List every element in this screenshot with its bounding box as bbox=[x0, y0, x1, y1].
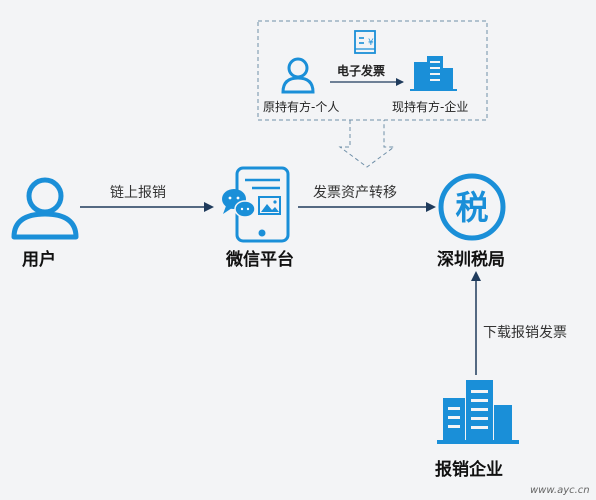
watermark: www.ayc.cn bbox=[530, 485, 590, 496]
tax-glyph: 税 bbox=[456, 188, 489, 227]
person-small-icon bbox=[281, 57, 315, 94]
inset-label-invoice: 电子发票 bbox=[337, 64, 386, 78]
node-label-tax: 深圳税局 bbox=[437, 250, 505, 270]
tax-bureau-icon: 税 bbox=[438, 173, 506, 241]
edge-label-transfer: 发票资产转移 bbox=[313, 185, 397, 201]
node-label-enterprise: 报销企业 bbox=[435, 460, 503, 480]
node-label-wechat: 微信平台 bbox=[226, 250, 294, 270]
edge-label-download: 下载报销发票 bbox=[483, 325, 567, 341]
edge-label-chain-reimburse: 链上报销 bbox=[110, 185, 166, 201]
person-icon bbox=[11, 177, 79, 240]
inset-label-original-holder: 原持有方-个人 bbox=[263, 100, 340, 114]
building-icon bbox=[437, 380, 519, 444]
invoice-icon: ¥ bbox=[354, 30, 376, 54]
chat-bubble-icon bbox=[222, 189, 256, 218]
inset-label-current-holder: 现持有方-企业 bbox=[392, 100, 469, 114]
node-label-user: 用户 bbox=[22, 250, 56, 270]
inset-box bbox=[257, 20, 488, 121]
building-small-icon bbox=[410, 56, 457, 91]
svg-text:¥: ¥ bbox=[368, 38, 374, 48]
inset-down-arrow bbox=[338, 120, 396, 168]
phone-icon bbox=[235, 166, 290, 243]
